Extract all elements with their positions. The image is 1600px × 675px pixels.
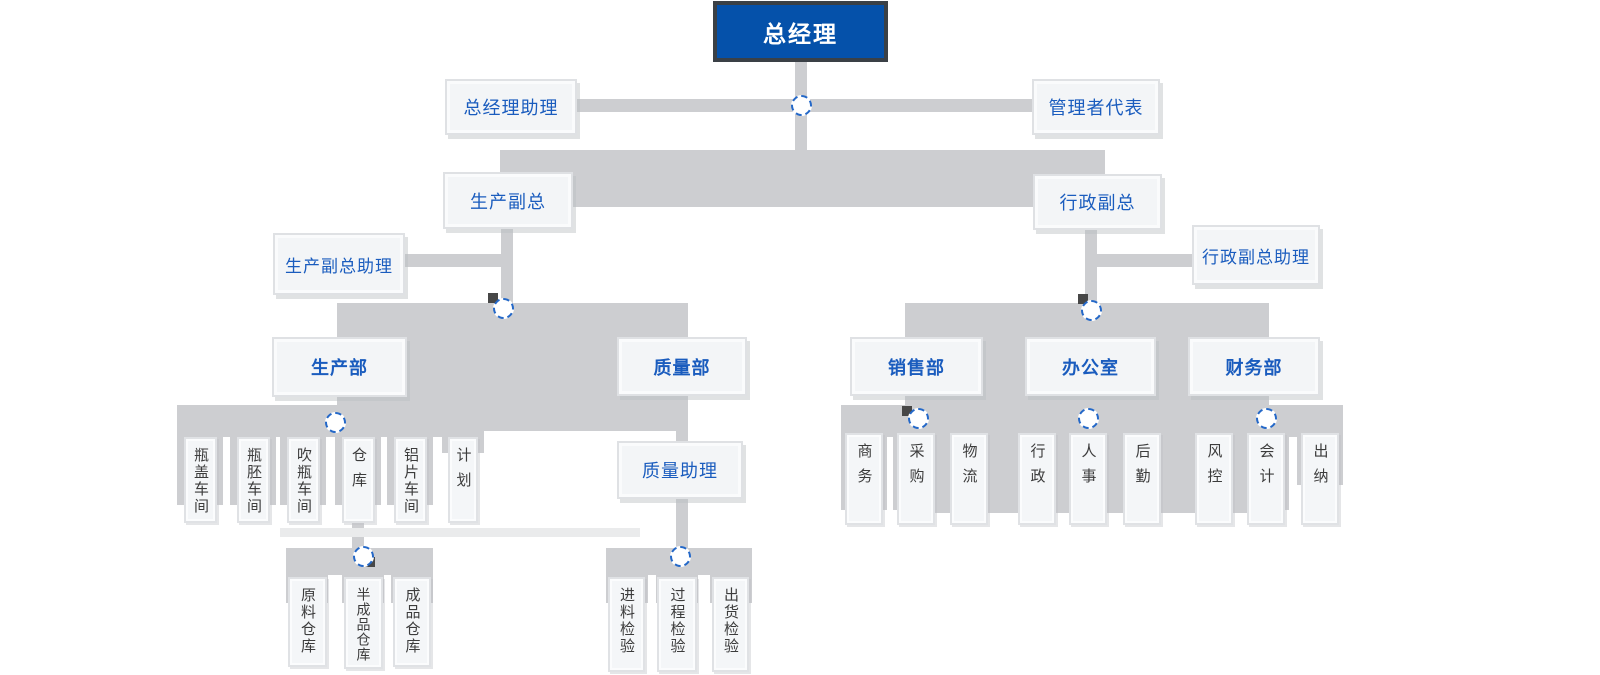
org-box-risk-control[interactable]: 风控 xyxy=(1195,433,1233,525)
expand-node-icon[interactable] xyxy=(1081,300,1102,321)
org-box-sales-dept[interactable]: 销售部 xyxy=(850,337,983,396)
connector-admin-assistant-link xyxy=(1090,254,1192,267)
org-box-raw-material-warehouse[interactable]: 原料仓库 xyxy=(288,577,327,667)
org-box-production-dept[interactable]: 生产部 xyxy=(272,337,407,397)
org-box-commerce[interactable]: 商务 xyxy=(845,433,883,525)
org-box-outgoing-inspection[interactable]: 出货检验 xyxy=(712,577,749,672)
org-box-process-inspection[interactable]: 过程检验 xyxy=(657,577,697,672)
org-box-accounting[interactable]: 会计 xyxy=(1247,433,1285,525)
org-box-cashier[interactable]: 出纳 xyxy=(1301,433,1339,525)
org-box-gm-assistant[interactable]: 总经理助理 xyxy=(445,79,577,135)
org-box-preform-workshop[interactable]: 瓶胚车间 xyxy=(237,437,270,523)
connector-faint-line xyxy=(280,528,640,537)
org-box-warehouse[interactable]: 仓库 xyxy=(342,437,375,523)
expand-node-icon[interactable] xyxy=(325,412,346,433)
expand-node-icon[interactable] xyxy=(1078,408,1099,429)
org-box-semi-finished-warehouse[interactable]: 半成品仓库 xyxy=(344,577,383,669)
expand-node-icon[interactable] xyxy=(493,298,514,319)
connector-quality-assistant-stub xyxy=(676,498,688,555)
org-box-finished-goods-warehouse[interactable]: 成品仓库 xyxy=(393,577,431,667)
org-box-management-rep[interactable]: 管理者代表 xyxy=(1032,79,1160,135)
org-box-logistics[interactable]: 物流 xyxy=(950,433,988,525)
expand-node-icon[interactable] xyxy=(908,408,929,429)
expand-node-icon[interactable] xyxy=(353,546,374,567)
expand-node-icon[interactable] xyxy=(791,95,812,116)
org-box-aluminum-workshop[interactable]: 铝片车间 xyxy=(394,437,427,523)
connector-vp-band xyxy=(500,150,1105,207)
org-box-office[interactable]: 办公室 xyxy=(1025,337,1156,396)
collapse-handle-icon[interactable] xyxy=(902,406,912,416)
org-box-finance-dept[interactable]: 财务部 xyxy=(1188,337,1320,396)
org-box-purchasing[interactable]: 采购 xyxy=(897,433,935,525)
collapse-handle-icon[interactable] xyxy=(488,293,498,303)
org-box-blow-workshop[interactable]: 吹瓶车间 xyxy=(287,437,320,523)
org-box-cap-workshop[interactable]: 瓶盖车间 xyxy=(184,437,217,523)
org-box-general-support[interactable]: 后勤 xyxy=(1123,433,1161,525)
connector-production-assistant-link xyxy=(405,254,502,267)
org-box-quality-assistant[interactable]: 质量助理 xyxy=(617,441,743,499)
org-box-quality-dept[interactable]: 质量部 xyxy=(617,337,747,396)
org-box-incoming-inspection[interactable]: 进料检验 xyxy=(608,577,645,672)
org-box-admin-vp-assistant[interactable]: 行政副总助理 xyxy=(1192,225,1320,285)
expand-node-icon[interactable] xyxy=(1256,408,1277,429)
connector-admin-vp-stub xyxy=(1085,230,1097,310)
org-box-production-vp-assistant[interactable]: 生产副总助理 xyxy=(273,233,405,295)
org-box-planning[interactable]: 计划 xyxy=(448,437,478,523)
collapse-handle-icon[interactable] xyxy=(1078,294,1088,304)
connector-quality-stub xyxy=(676,395,688,443)
org-box-production-vp[interactable]: 生产副总 xyxy=(443,172,573,229)
org-box-administration[interactable]: 行政 xyxy=(1018,433,1056,525)
org-box-admin-vp[interactable]: 行政副总 xyxy=(1033,174,1162,230)
org-box-hr[interactable]: 人事 xyxy=(1069,433,1107,525)
expand-node-icon[interactable] xyxy=(670,546,691,567)
connector-production-vp-stub xyxy=(501,229,513,309)
org-box-general-manager[interactable]: 总经理 xyxy=(713,1,888,62)
